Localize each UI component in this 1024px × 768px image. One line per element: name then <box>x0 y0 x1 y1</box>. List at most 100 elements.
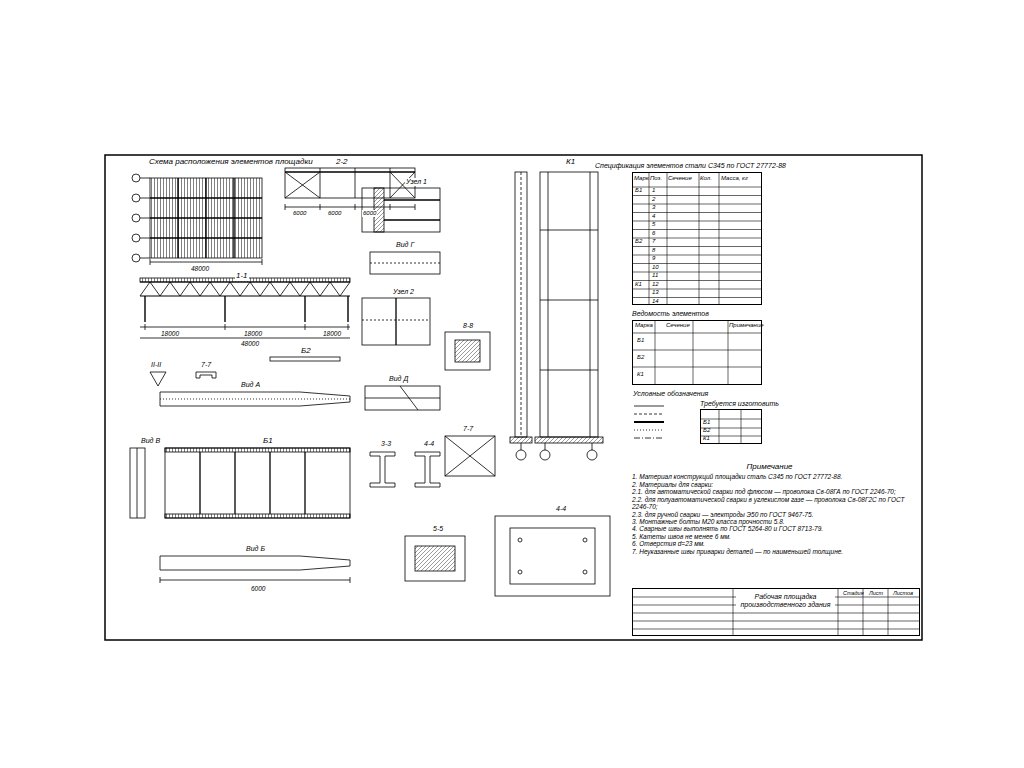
grid-line <box>633 280 761 281</box>
legend-samples <box>634 430 664 431</box>
node-details <box>370 252 440 274</box>
legend-samples <box>634 438 664 439</box>
table-grid <box>701 410 761 443</box>
column-k1 <box>540 300 598 301</box>
cross-sections <box>445 436 495 476</box>
grid-line <box>728 321 729 384</box>
layout-plan <box>150 178 262 258</box>
column-k1 <box>540 370 598 371</box>
cross-sections <box>583 538 587 542</box>
grid-line <box>701 436 761 437</box>
table-cell: 14 <box>651 298 660 305</box>
grid-line <box>633 255 761 256</box>
note-text: 1. Материал конструкций площадки сталь С… <box>632 473 907 480</box>
grid-line <box>633 204 761 205</box>
table-cell: 12 <box>651 281 660 288</box>
node-details <box>362 188 490 410</box>
legend-samples <box>634 421 664 423</box>
drawing-title: Рабочая площадка производственного здани… <box>736 593 835 609</box>
node-details <box>400 386 418 410</box>
cross-sections <box>445 436 495 476</box>
column-mark: К1 <box>565 158 576 167</box>
detail-label: Узел 2 <box>392 288 415 296</box>
layout-plan <box>233 178 234 258</box>
node-details <box>362 298 430 345</box>
grid-line <box>693 321 694 384</box>
grid-line <box>633 297 761 298</box>
table-cell: 2 <box>651 196 656 203</box>
section-2-2 <box>285 204 286 210</box>
layout-plan <box>140 258 150 259</box>
column-k1 <box>521 443 522 450</box>
section-label: 4-4 <box>423 440 435 448</box>
beam-b1 <box>234 452 235 514</box>
note-text: 2. Материалы для сварки: <box>632 481 907 488</box>
grid-line <box>633 195 761 196</box>
view-label: Вид Б <box>245 545 266 553</box>
grid-line <box>888 589 889 635</box>
dimension: 6000 <box>327 210 342 217</box>
layout-plan <box>132 214 140 222</box>
table-heading: Требуется изготовить <box>700 399 762 409</box>
column-k1 <box>510 172 603 460</box>
beam-b1 <box>269 452 270 514</box>
grid-line <box>633 350 761 351</box>
section-2-2 <box>285 168 415 198</box>
section-1-1-truss <box>140 338 350 339</box>
table-header: Примечание <box>728 322 765 329</box>
table-cell: 4 <box>651 213 656 220</box>
note-text: 2.2. для полуавтоматической сварки в угл… <box>632 496 907 511</box>
beam-b1 <box>199 452 200 514</box>
notes-heading: Примечание <box>632 462 907 471</box>
cross-sections <box>415 546 455 571</box>
grid-line <box>633 367 761 368</box>
dimension: 6000 <box>250 585 266 592</box>
section-label: 2-2 <box>335 158 349 167</box>
cross-sections <box>405 536 465 581</box>
layout-plan <box>140 198 150 199</box>
beam-b1 <box>160 399 350 400</box>
table-header: Сечение <box>667 175 693 182</box>
node-details <box>362 320 430 321</box>
section-1-1-truss <box>196 372 216 378</box>
table-cell: 1 <box>651 187 656 194</box>
column-k1 <box>516 450 526 460</box>
layout-plan <box>132 194 140 202</box>
beam-b1 <box>160 580 350 581</box>
column-k1 <box>548 172 549 437</box>
section-label: 7-7 <box>200 361 212 369</box>
table-header: Масса, кг <box>720 175 749 182</box>
column-k1 <box>535 437 603 443</box>
title-block-cell: Стадия <box>842 590 865 596</box>
column-k1 <box>540 450 550 460</box>
grid-line <box>633 333 761 334</box>
layout-plan <box>132 234 140 242</box>
table-cell: 11 <box>651 272 659 279</box>
table-cell: 5 <box>651 221 656 228</box>
fabrication-table: Требуется изготовить <box>700 399 762 444</box>
grid-line <box>863 589 864 635</box>
section-1-1-truss <box>304 296 305 322</box>
table-cell: Б1 <box>634 187 643 194</box>
grid-line <box>633 613 919 614</box>
column-k1 <box>587 450 597 460</box>
node-details <box>365 386 440 410</box>
section-2-2 <box>415 204 416 210</box>
title-block-cell: Листов <box>892 590 914 596</box>
section-1-1-truss <box>305 324 306 330</box>
layout-plan <box>177 178 178 258</box>
table-frame <box>700 409 762 444</box>
section-1-1-truss <box>140 327 350 328</box>
layout-plan <box>150 259 151 265</box>
grid-line <box>633 221 761 222</box>
table-heading: Спецификация элементов стали С345 по ГОС… <box>595 160 762 172</box>
section-2-2 <box>285 172 320 198</box>
detail-label: Узел 1 <box>405 178 428 186</box>
section-1-1-truss <box>140 295 350 296</box>
layout-plan <box>132 174 140 182</box>
table-cell: Б1 <box>702 419 711 426</box>
table-cell: 8 <box>651 247 656 254</box>
note-text: 7. Неуказанные швы приварки деталей — по… <box>632 548 907 555</box>
table-cell: Б2 <box>636 354 645 361</box>
layout-plan <box>205 178 206 258</box>
